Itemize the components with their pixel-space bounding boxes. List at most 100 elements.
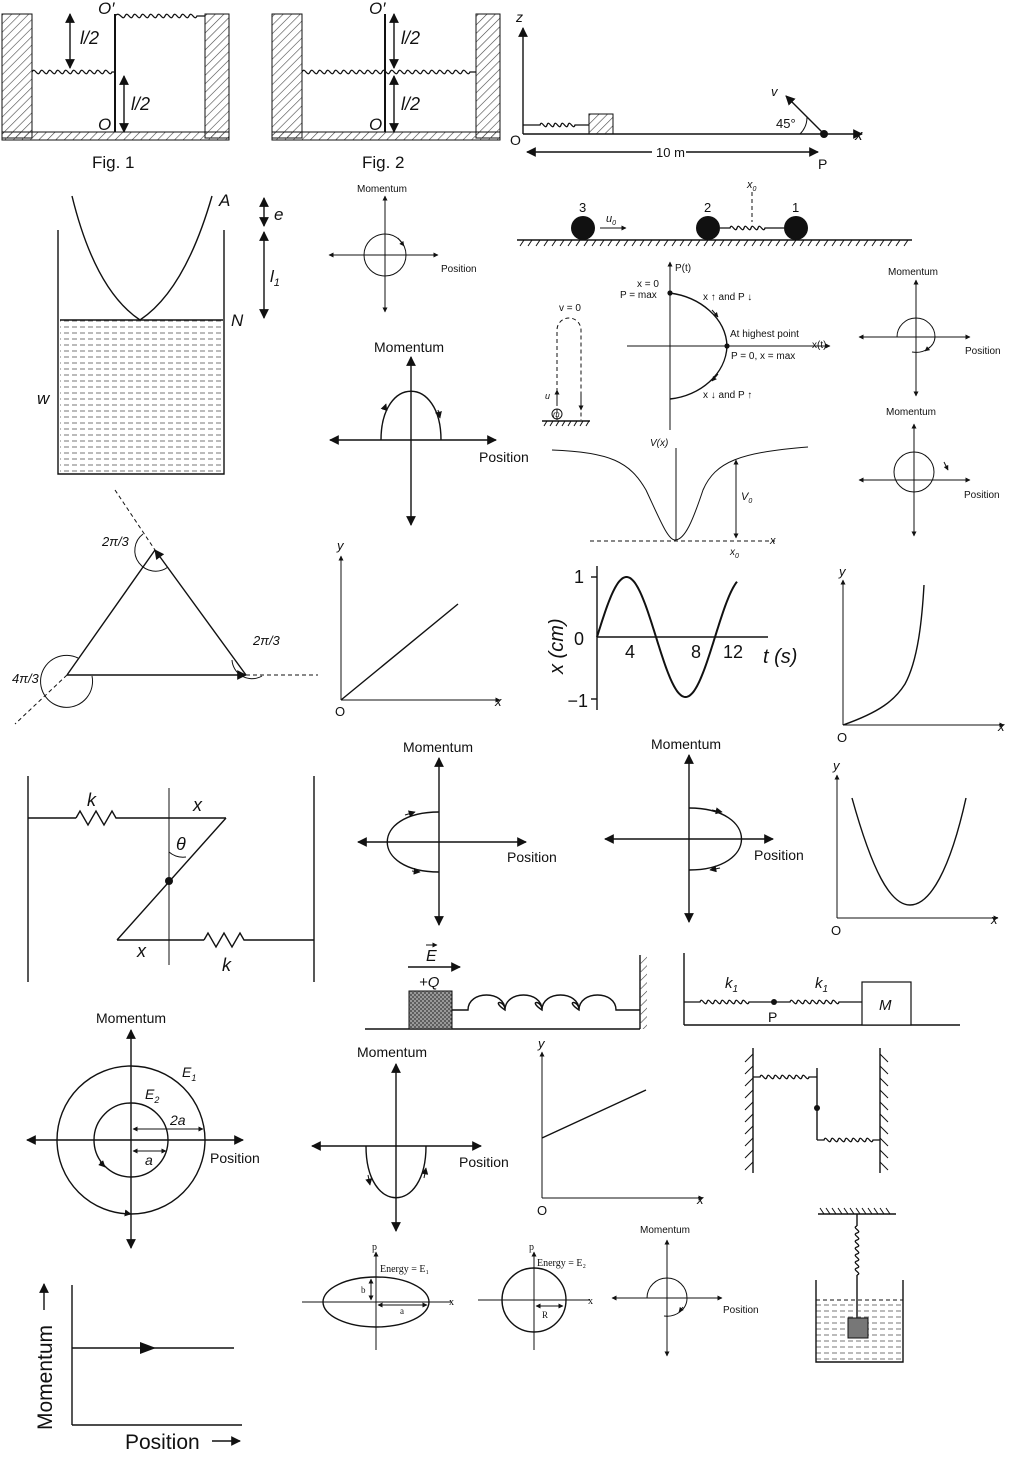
ellipse-b: b — [361, 1285, 366, 1295]
phase-plot-concentric: Momentum Position E1 E2 2a a — [26, 1010, 260, 1249]
phase-plot-right-lobe: Momentum Position — [604, 736, 804, 923]
well-V0: V0 — [741, 491, 752, 505]
phase-Pt: P(t) — [675, 263, 691, 274]
well-Vx: V(x) — [650, 438, 668, 449]
container-l1-label: l1 — [270, 267, 280, 289]
series-M: M — [879, 997, 892, 1014]
rod-theta: θ — [176, 834, 186, 854]
series-k1-left: k1 — [725, 975, 738, 995]
phase-P0: P = 0, x = max — [731, 351, 795, 362]
fig2-spring-box: O′ l/2 l/2 O Fig. 2 — [271, 0, 501, 172]
rod-x-bottom: x — [136, 941, 147, 961]
phaseD-momentum: Momentum — [651, 736, 721, 752]
throw-m: m — [553, 410, 560, 419]
sine-tick-1: 1 — [574, 567, 584, 587]
sine-tick-8: 8 — [691, 642, 701, 662]
phaseL-position: Position — [459, 1154, 509, 1170]
graph-exponential: y O x — [837, 564, 1005, 745]
launch-angle: 45° — [776, 116, 796, 131]
phase-circle-R: p Energy = E₂ R x — [478, 1242, 593, 1350]
angle-top: 2π/3 — [101, 534, 130, 549]
fig2-l-half-top: l/2 — [401, 28, 420, 48]
launch-x-label: x — [854, 127, 863, 144]
fig1-l-half-top: l/2 — [80, 28, 99, 48]
vertical-throw: v = 0 u m — [542, 303, 590, 427]
graph-linear: y O x — [335, 538, 502, 719]
graph-constant-momentum: Position Momentum — [34, 1283, 242, 1454]
conc-position: Position — [210, 1150, 260, 1166]
two-wall-springs — [744, 1048, 889, 1173]
parab-y: y — [832, 758, 841, 773]
throw-u: u — [545, 391, 550, 401]
sine-tick-12: 12 — [723, 642, 743, 662]
triangle-angles: 2π/3 2π/3 4π/3 — [12, 489, 318, 725]
charge-Q: +Q — [419, 974, 440, 991]
u0-label: u0 — [606, 213, 616, 227]
spring-block-launch: z x O v 45° 10 m P — [510, 9, 863, 172]
phase-x0: x = 0 — [637, 279, 659, 290]
phaseD-position: Position — [754, 847, 804, 863]
ball1-label: 1 — [792, 200, 799, 215]
well-x: x — [769, 535, 776, 547]
phase-plot-left-lobe: Momentum Position — [357, 739, 557, 926]
sine-tick-m1: −1 — [567, 691, 588, 711]
series-k1-right: k1 — [815, 975, 828, 995]
lin2-x: x — [696, 1192, 704, 1207]
throw-v0: v = 0 — [559, 303, 581, 314]
circle-x: x — [588, 1296, 593, 1307]
three-balls-spring: 3 2 1 u0 x0 — [517, 179, 912, 247]
circle-R: R — [542, 1310, 548, 1320]
phase1-position: Position — [441, 264, 477, 275]
circle-energy: Energy = E₂ — [537, 1258, 586, 1269]
ball3-label: 3 — [579, 200, 586, 215]
launch-origin: O — [510, 132, 521, 148]
phaseL-momentum: Momentum — [357, 1044, 427, 1060]
phase-Pmax: P = max — [620, 290, 657, 301]
phase-plot-right-1: Momentum Position — [858, 267, 1001, 397]
container-w-label: w — [37, 389, 51, 408]
exp-O: O — [837, 730, 847, 745]
phase2-position: Position — [479, 449, 529, 465]
conc-2a: 2a — [169, 1112, 186, 1128]
sine-t-label: t (s) — [763, 646, 797, 668]
phaseB-position: Position — [723, 1305, 759, 1316]
graph-parabola: y O x — [831, 758, 999, 938]
field-E: E — [426, 948, 437, 965]
lin2-y: y — [537, 1036, 546, 1051]
angle-left: 4π/3 — [12, 671, 40, 686]
phaseR2-position: Position — [964, 490, 1000, 501]
sine-x-label: x (cm) — [546, 618, 568, 675]
lin2-O: O — [537, 1203, 547, 1218]
fig1-l-half-bottom: l/2 — [131, 94, 150, 114]
series-springs: k1 k1 P M — [683, 953, 960, 1026]
phase-highest: At highest point — [730, 329, 799, 340]
phase-ellipse: p Energy = E₁ b a x — [302, 1242, 454, 1350]
conc-a: a — [145, 1152, 153, 1168]
phase-xup: x ↑ and P ↓ — [703, 292, 752, 303]
launch-distance: 10 m — [656, 145, 685, 160]
parab-x: x — [990, 912, 998, 927]
phase1-momentum: Momentum — [357, 184, 407, 195]
phase-xt: x(t) — [812, 340, 826, 351]
charged-block-spring: E +Q — [365, 942, 647, 1030]
fig2-caption: Fig. 2 — [362, 153, 405, 172]
phaseR1-momentum: Momentum — [888, 267, 938, 278]
ellipse-x: x — [449, 1297, 454, 1308]
rod-springs: k x θ x k — [27, 776, 315, 982]
fig1-O-prime: O′ — [98, 0, 115, 18]
container-e-label: e — [274, 205, 283, 224]
ball2-label: 2 — [704, 200, 711, 215]
ellipse-p: p — [372, 1242, 377, 1253]
ellipse-a: a — [400, 1306, 404, 1316]
phase-xdown: x ↓ and P ↑ — [703, 390, 752, 401]
rod-k-bottom: k — [222, 955, 232, 975]
fig2-O: O — [369, 115, 382, 134]
sine-chart: 1 0 −1 4 8 12 t (s) x (cm) — [546, 566, 797, 711]
flat-momentum: Momentum — [34, 1325, 57, 1430]
phase-plot-right-2: Momentum Position — [858, 407, 1000, 537]
phase2-momentum: Momentum — [374, 339, 444, 355]
parabolic-float-container: A e l1 N w — [37, 191, 283, 475]
exp-x: x — [997, 719, 1005, 734]
phaseC-position: Position — [507, 849, 557, 865]
